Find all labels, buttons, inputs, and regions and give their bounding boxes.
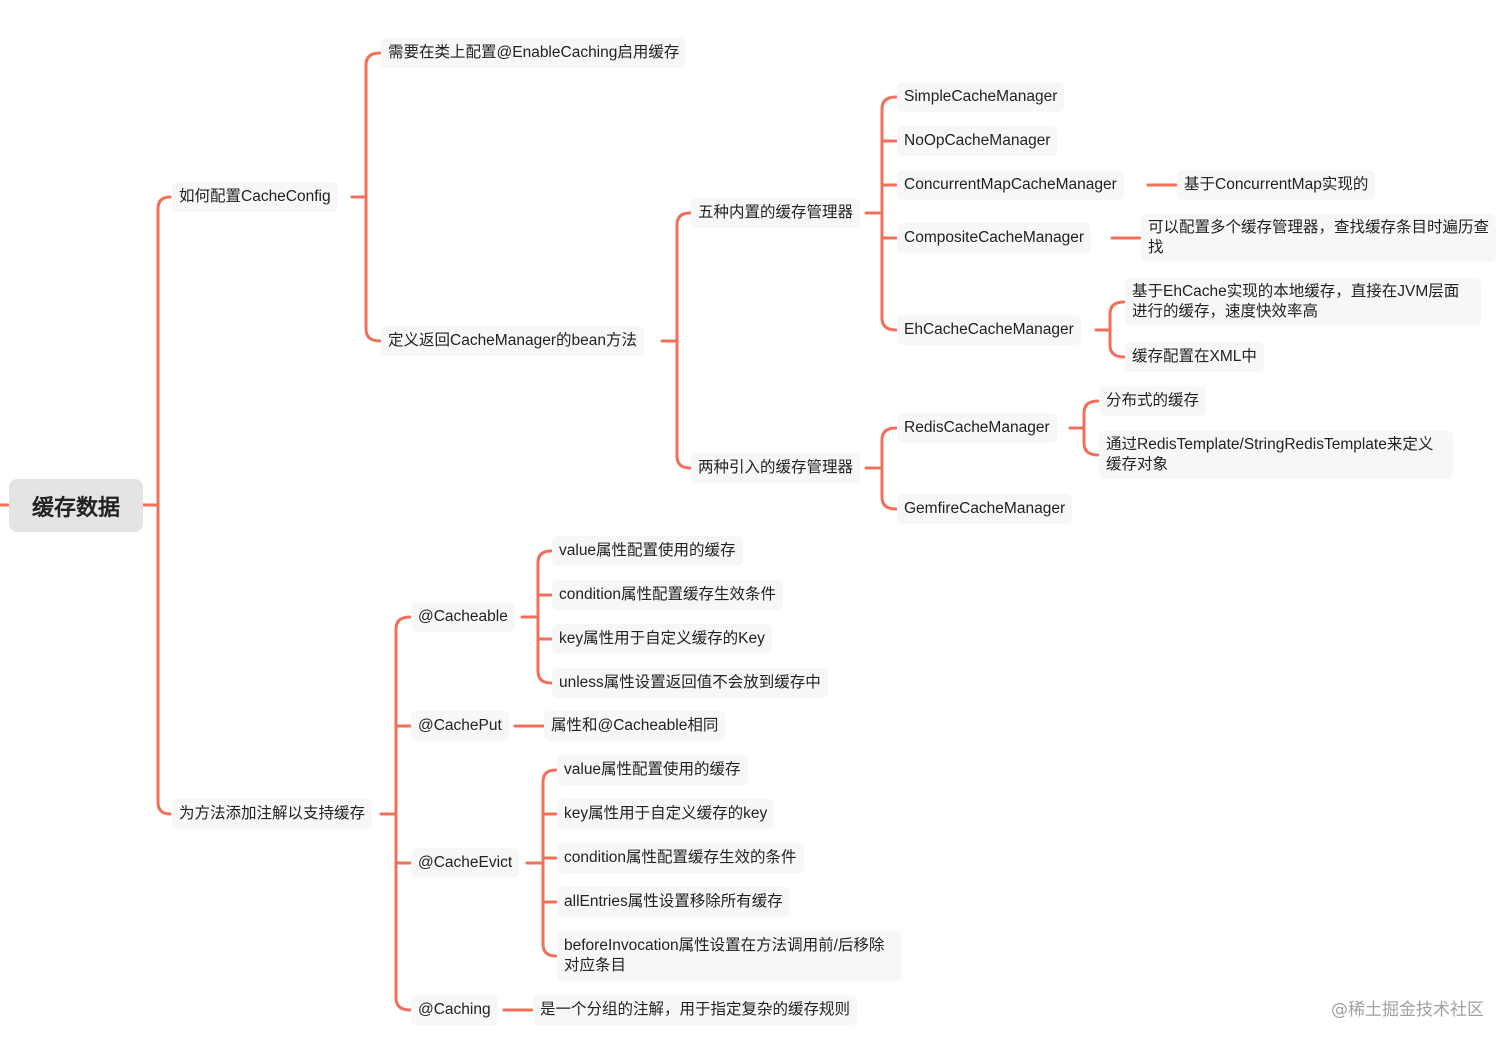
node-composite-cache-manager[interactable]: CompositeCacheManager [897, 223, 1092, 253]
node-enable-caching[interactable]: 需要在类上配置@EnableCaching启用缓存 [381, 38, 687, 68]
root-node[interactable]: 缓存数据 [9, 479, 143, 532]
node-cacheevict-condition[interactable]: condition属性配置缓存生效的条件 [557, 843, 804, 873]
node-cacheevict-beforeinvocation[interactable]: beforeInvocation属性设置在方法调用前/后移除对应条目 [557, 931, 902, 981]
node-builtin-managers[interactable]: 五种内置的缓存管理器 [691, 198, 861, 228]
node-concurrent-note[interactable]: 基于ConcurrentMap实现的 [1177, 170, 1376, 200]
node-redis-cache-manager[interactable]: RedisCacheManager [897, 413, 1057, 443]
node-composite-note[interactable]: 可以配置多个缓存管理器，查找缓存条目时遍历查找 [1141, 214, 1496, 262]
node-ehcache-note-local[interactable]: 基于EhCache实现的本地缓存，直接在JVM层面进行的缓存，速度快效率高 [1125, 278, 1481, 326]
node-how-to-config[interactable]: 如何配置CacheConfig [172, 182, 338, 212]
node-cacheable-unless[interactable]: unless属性设置返回值不会放到缓存中 [552, 668, 828, 698]
node-cacheable-value[interactable]: value属性配置使用的缓存 [552, 536, 743, 566]
node-cacheput-attrs[interactable]: 属性和@Cacheable相同 [544, 711, 726, 741]
node-caching[interactable]: @Caching [411, 995, 498, 1025]
node-noop-cache-manager[interactable]: NoOpCacheManager [897, 126, 1058, 156]
node-redis-note-distributed[interactable]: 分布式的缓存 [1099, 386, 1207, 416]
node-external-managers[interactable]: 两种引入的缓存管理器 [691, 453, 861, 483]
node-cacheevict-allentries[interactable]: allEntries属性设置移除所有缓存 [557, 887, 790, 917]
node-cacheable-key[interactable]: key属性用于自定义缓存的Key [552, 624, 772, 654]
node-cacheevict-key[interactable]: key属性用于自定义缓存的key [557, 799, 775, 829]
node-ehcache-cache-manager[interactable]: EhCacheCacheManager [897, 315, 1081, 345]
node-simple-cache-manager[interactable]: SimpleCacheManager [897, 82, 1065, 112]
node-define-bean[interactable]: 定义返回CacheManager的bean方法 [381, 326, 644, 356]
node-redis-note-template[interactable]: 通过RedisTemplate/StringRedisTemplate来定义缓存… [1099, 431, 1453, 479]
node-cacheevict-value[interactable]: value属性配置使用的缓存 [557, 755, 748, 785]
node-cacheable[interactable]: @Cacheable [411, 602, 515, 632]
node-cacheable-condition[interactable]: condition属性配置缓存生效条件 [552, 580, 784, 610]
watermark: @稀土掘金技术社区 [1331, 1000, 1484, 1020]
node-concurrent-map-cache-manager[interactable]: ConcurrentMapCacheManager [897, 170, 1124, 200]
node-caching-desc[interactable]: 是一个分组的注解，用于指定复杂的缓存规则 [533, 995, 858, 1025]
node-add-annotations[interactable]: 为方法添加注解以支持缓存 [172, 799, 373, 829]
node-cacheevict[interactable]: @CacheEvict [411, 848, 520, 878]
node-cacheput[interactable]: @CachePut [411, 711, 509, 741]
node-gemfire-cache-manager[interactable]: GemfireCacheManager [897, 494, 1073, 524]
node-ehcache-note-xml[interactable]: 缓存配置在XML中 [1125, 342, 1264, 372]
